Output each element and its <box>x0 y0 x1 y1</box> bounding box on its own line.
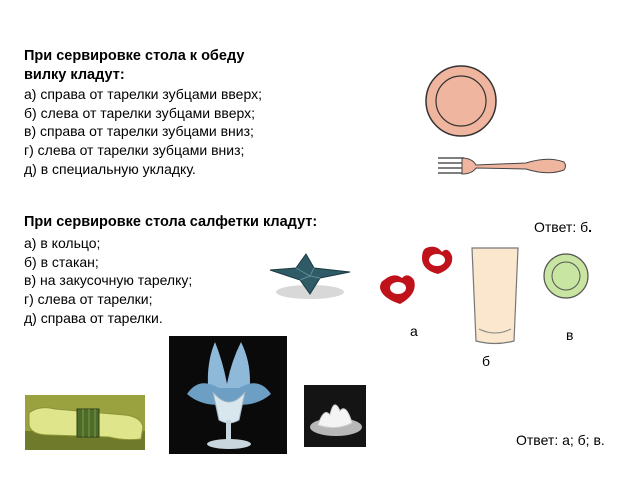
question-2-title: При сервировке стола салфетки кладут: <box>24 214 318 230</box>
image-label-v: в <box>566 327 574 343</box>
option-a: а) справа от тарелки зубцами вверх; <box>24 86 262 102</box>
answer-1: Ответ: б. <box>534 219 593 235</box>
image-label-b: б <box>482 353 491 369</box>
question-1-options: а) справа от тарелки зубцами вверх; б) с… <box>24 85 324 179</box>
option-v: в) справа от тарелки зубцами вниз; <box>24 123 254 140</box>
option-v: в) на закусочную тарелку; <box>24 272 193 289</box>
option-b: б) в стакан; <box>24 253 99 270</box>
image-label-a: а <box>410 323 418 339</box>
option-b: б) слева от тарелки зубцами вверх; <box>24 104 256 121</box>
rolled-napkin-photo <box>25 395 145 450</box>
option-g: г) слева от тарелки зубцами вниз; <box>24 142 245 159</box>
option-g: г) слева от тарелки; <box>24 291 153 308</box>
glass-icon <box>469 245 521 347</box>
question-1-title: При сервировке стола к обеду вилку кладу… <box>24 48 245 83</box>
folded-napkin-icon <box>266 248 354 302</box>
napkin-rings-icon <box>376 244 454 308</box>
question-2: При сервировке стола салфетки кладут: а)… <box>24 213 364 328</box>
napkin-on-plate-photo <box>304 385 366 447</box>
fork-icon <box>436 150 568 182</box>
napkin-in-wineglass-photo <box>169 336 287 454</box>
question-2-options: а) в кольцо; б) в стакан; в) на закусочн… <box>24 234 364 328</box>
small-plate-icon <box>542 252 590 300</box>
answer-2: Ответ: а; б; в. <box>516 432 605 448</box>
question-1: При сервировке стола к обеду вилку кладу… <box>24 47 324 179</box>
option-d: д) в специальную укладку. <box>24 160 196 177</box>
plate-icon <box>424 64 498 138</box>
option-d: д) справа от тарелки. <box>24 309 163 326</box>
option-a: а) в кольцо; <box>24 235 101 251</box>
